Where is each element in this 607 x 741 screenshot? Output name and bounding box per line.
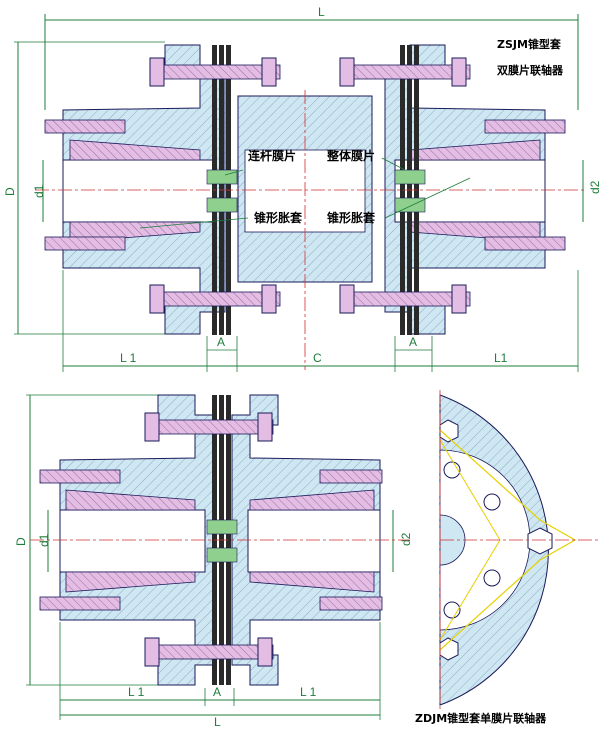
dim-label-d2-bottom: d2 bbox=[399, 532, 413, 546]
end-view bbox=[439, 390, 600, 710]
left-cone-sleeve-upper bbox=[69, 139, 201, 161]
hub-screws-top bbox=[44, 119, 566, 251]
dim-label-A-right-top: A bbox=[409, 335, 417, 349]
dim-label-d2-top: d2 bbox=[588, 180, 602, 194]
dim-label-d1-top: d1 bbox=[32, 184, 46, 198]
title-top-line1: ZSJM锥型套 bbox=[497, 37, 562, 51]
dim-label-L1-left-top: L 1 bbox=[120, 351, 137, 365]
dim-label-L-top: L bbox=[318, 5, 325, 19]
title-top-line2: 双膜片联轴器 bbox=[497, 63, 564, 77]
dim-label-A-left-top: A bbox=[217, 335, 225, 349]
label-integral-diaphragm: 整体膜片 bbox=[326, 148, 375, 163]
label-cone-sleeve-right: 锥形胀套 bbox=[327, 210, 376, 225]
top-drawing: L D d1 d2 bbox=[3, 5, 602, 372]
dim-label-L1-right-bottom: L 1 bbox=[300, 685, 317, 699]
label-cone-sleeve-left: 锥形胀套 bbox=[254, 210, 303, 225]
dim-label-L-bottom: L bbox=[214, 715, 221, 729]
left-bore bbox=[62, 159, 214, 223]
label-link-diaphragm: 连杆膜片 bbox=[248, 148, 296, 163]
dim-label-L1-right-top: L1 bbox=[494, 351, 508, 365]
bolts-upper-top bbox=[149, 57, 471, 87]
bottom-drawing: D d1 d2 bbox=[14, 394, 547, 729]
title-bottom: ZDJM锥型套单膜片联轴器 bbox=[415, 711, 547, 725]
bolts-lower-top bbox=[149, 284, 471, 314]
dim-label-C-top: C bbox=[313, 351, 322, 365]
dim-label-A-bottom: A bbox=[213, 685, 221, 699]
dim-label-D-top: D bbox=[3, 187, 17, 196]
dim-label-D-bottom: D bbox=[14, 537, 28, 546]
dim-label-L1-left-bottom: L 1 bbox=[128, 685, 145, 699]
